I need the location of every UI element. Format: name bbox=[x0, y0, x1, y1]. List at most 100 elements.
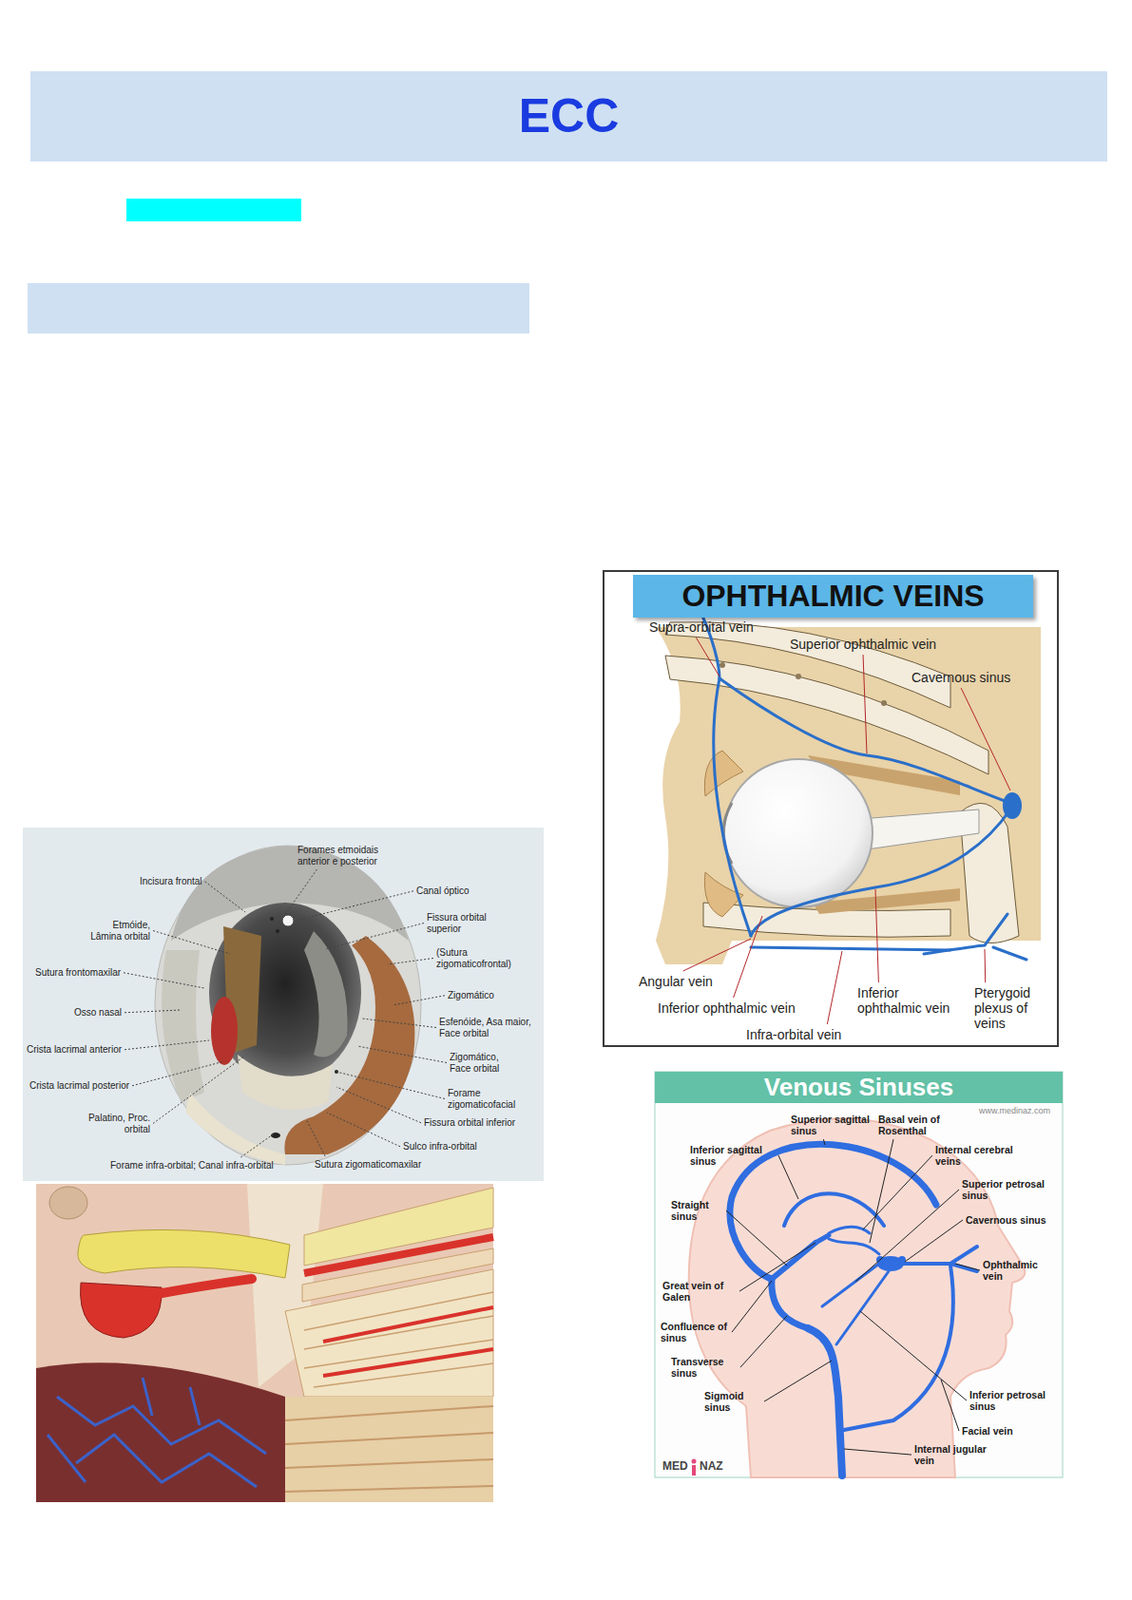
leader-line bbox=[124, 1040, 210, 1051]
vein-label: Angular vein bbox=[638, 974, 713, 990]
sinus bbox=[807, 1328, 843, 1477]
leader-line bbox=[960, 688, 1011, 791]
layer-lines bbox=[285, 1406, 494, 1493]
leader-line bbox=[731, 1281, 772, 1333]
head-silhouette bbox=[689, 1118, 1026, 1478]
vein-label: Infra-orbital vein bbox=[746, 1027, 842, 1043]
logo-mark bbox=[691, 1459, 697, 1465]
artery bbox=[156, 1279, 252, 1295]
muscle bbox=[77, 1229, 290, 1279]
sinus bbox=[771, 1243, 816, 1280]
sinus-label: Facial vein bbox=[961, 1425, 1014, 1438]
vein bbox=[828, 1239, 880, 1255]
leader-line bbox=[132, 1061, 225, 1087]
frontal-bone bbox=[171, 845, 409, 941]
sinus-label: Cavernous sinus bbox=[965, 1214, 1047, 1227]
bone-pore bbox=[719, 662, 726, 669]
bone-pore bbox=[795, 673, 802, 680]
leader-line bbox=[295, 891, 414, 921]
bone-pore bbox=[881, 700, 887, 707]
leader-line bbox=[778, 1155, 799, 1200]
eyeball bbox=[724, 759, 873, 908]
sinus bbox=[729, 1144, 937, 1280]
tissue bbox=[285, 1397, 494, 1503]
leader-line bbox=[392, 996, 445, 1006]
leader-line bbox=[826, 951, 843, 1025]
section-band bbox=[27, 283, 530, 334]
figure-title: OPHTHALMIC VEINS bbox=[681, 578, 984, 614]
page-title: ECC bbox=[30, 71, 1108, 162]
figure-frame bbox=[654, 1072, 1063, 1478]
vein bbox=[750, 809, 1011, 937]
part-label: Forame infra-orbital; Canal infra-orbita… bbox=[110, 1160, 274, 1172]
vein bbox=[828, 1227, 870, 1234]
leader-line bbox=[940, 1380, 960, 1432]
leader-line bbox=[863, 1155, 933, 1230]
part-label: Crista lacrimal anterior bbox=[26, 1044, 122, 1056]
figure-title-band: OPHTHALMIC VEINS bbox=[633, 575, 1034, 618]
vein bbox=[750, 947, 951, 951]
nasal-bone bbox=[161, 950, 205, 1103]
vein bbox=[923, 914, 1027, 960]
leader-line bbox=[955, 1264, 980, 1271]
sinus-label: Inferior sagittal sinus bbox=[690, 1144, 776, 1168]
leader-line bbox=[984, 949, 987, 983]
sinus-label: Internal cerebral veins bbox=[935, 1144, 1023, 1168]
vein-label: Pterygoid plexus of veins bbox=[974, 985, 1049, 1032]
vessel-cup bbox=[80, 1283, 163, 1339]
layer-lines bbox=[304, 1292, 494, 1388]
vein-label: Superior ophthalmic vein bbox=[789, 636, 937, 653]
part-label: Crista lacrimal posterior bbox=[29, 1080, 130, 1093]
logo-mark bbox=[691, 1465, 696, 1477]
leader-line bbox=[740, 1316, 787, 1368]
sinus bbox=[822, 1264, 880, 1307]
foramen bbox=[269, 917, 274, 921]
vein bbox=[698, 608, 720, 679]
leader-line bbox=[764, 1361, 832, 1402]
leader-line bbox=[153, 1055, 246, 1125]
orbit-illustration bbox=[22, 827, 544, 1182]
sinus-label: Transverse sinus bbox=[671, 1356, 738, 1380]
sinus-label: www.medinaz.com bbox=[978, 1106, 1051, 1116]
eye-section-illustration bbox=[36, 1184, 494, 1503]
nerve-layer bbox=[285, 1269, 494, 1398]
sinus-label: NAZ bbox=[699, 1460, 724, 1475]
leader-line bbox=[844, 1449, 912, 1456]
venous-network bbox=[36, 1362, 286, 1503]
cavernous-sinus bbox=[1002, 792, 1022, 820]
part-label: Forames etmoidais anterior e posterior bbox=[297, 844, 395, 867]
leader-line bbox=[387, 959, 434, 966]
vein-label: Cavernous sinus bbox=[911, 670, 1011, 686]
leader-line bbox=[739, 1243, 816, 1292]
leader-line bbox=[875, 889, 879, 983]
orbital-cavity bbox=[209, 902, 362, 1084]
part-label: Palatino, Proc. orbital bbox=[85, 1112, 151, 1135]
sinus-label: Internal jugular vein bbox=[914, 1443, 991, 1467]
sinus-label: Superior sagittal sinus bbox=[790, 1113, 873, 1137]
part-label: (Sutura zigomaticofrontal) bbox=[436, 947, 527, 970]
veins bbox=[698, 608, 1027, 960]
lacrimal-bone bbox=[211, 997, 238, 1066]
ophthalmic-veins-illustration bbox=[603, 571, 1058, 1047]
leader-line bbox=[240, 1132, 276, 1158]
leader-line bbox=[683, 939, 751, 972]
sinus bbox=[836, 1271, 889, 1345]
figure-title: Venous Sinuses bbox=[764, 1073, 954, 1103]
leader-line bbox=[869, 1139, 894, 1244]
leader-line bbox=[205, 882, 246, 913]
sinus-label: Inferior petrosal sinus bbox=[969, 1389, 1056, 1413]
part-label: Fissura orbital inferior bbox=[423, 1117, 516, 1130]
part-label: Zigomático bbox=[447, 990, 495, 1002]
eyelid bbox=[704, 750, 744, 797]
leader-line bbox=[860, 1311, 967, 1401]
highlight-bar bbox=[126, 198, 302, 222]
leader-line bbox=[325, 923, 424, 951]
part-label: Osso nasal bbox=[74, 1007, 122, 1019]
leader-line bbox=[326, 1112, 401, 1148]
orbit-ground bbox=[655, 627, 1041, 965]
sinus-label: Sigmoid sinus bbox=[704, 1390, 762, 1414]
part-label: Zigomático, Face orbital bbox=[449, 1052, 517, 1075]
